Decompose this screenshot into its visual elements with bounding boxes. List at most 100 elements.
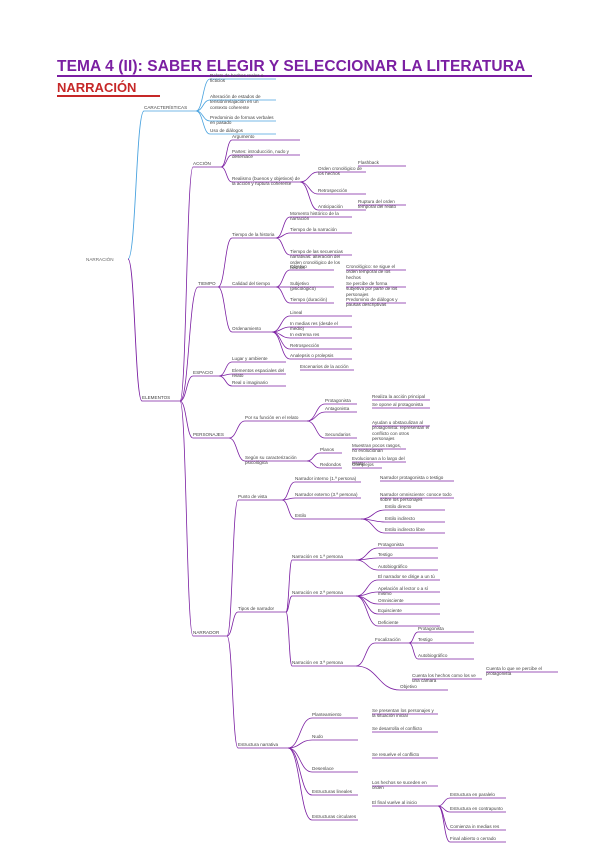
ordenamiento-item: Retrospección <box>290 343 320 348</box>
calidad-note: Cronológico: se sigue el orden temporal … <box>346 264 396 280</box>
tipo-note: Apelación al lector o a sí mismo <box>378 586 429 597</box>
caracteristicas-node: CARACTERÍSTICAS <box>144 105 188 110</box>
calidad-item: Objetivo <box>290 264 307 269</box>
accion-item: Argumento <box>232 134 255 139</box>
caracteristica-item: Predominio de formas verbales en pasado <box>210 115 274 126</box>
punto-vista-note: Narrador omnisciente: conoce todo sobre … <box>380 492 452 503</box>
elementos-to-accion <box>179 166 194 402</box>
estructura-subnote-connector <box>437 805 451 843</box>
tiempo-historia-connector <box>275 237 291 256</box>
accion-detail: Ruptura del orden temporal del relato <box>358 199 397 210</box>
caracterizacion-item: Planos <box>320 447 335 452</box>
accion-sub-item: Retrospección <box>318 188 348 193</box>
title-underline <box>57 75 532 77</box>
accion-sub-connector <box>299 171 319 183</box>
tiempo-connector <box>217 286 233 333</box>
caracteristica-connector <box>195 99 211 112</box>
caracterizacion-note: Evolucionan a lo largo del relato <box>352 456 405 467</box>
espacio-node: ESPACIO <box>193 370 214 375</box>
tipo-note: Testigo <box>378 552 393 557</box>
estructura-subnote: Final abierto o cerrado <box>450 836 496 841</box>
estructura-item: Desenlace <box>312 766 334 771</box>
accion-item: Realismo (buenos y objetivos) de la acci… <box>232 176 300 187</box>
objetivo-item: Objetivo <box>400 684 417 689</box>
rol-connector <box>306 411 326 422</box>
estilo-item: Estilo indirecto <box>385 516 415 521</box>
estructura-connector <box>287 747 313 821</box>
tiempo-historia-item: Momento histórico de la narración <box>290 211 339 222</box>
caracterizacion-connector <box>306 452 321 462</box>
tiempo-connector <box>217 237 233 288</box>
rol-item: Secundarios <box>325 432 351 437</box>
estructura-subnote: Estructura en contrapunto <box>450 806 503 811</box>
punto-vista-note: Narrador protagonista o testigo <box>380 475 444 480</box>
caracterizacion-node: Según su caracterización psicológica <box>245 455 297 466</box>
tiempo-historia-item: Tiempo de la narración <box>290 227 337 232</box>
ordenamiento-item: In extrema res <box>290 332 320 337</box>
estructura-note: El final vuelve al inicio <box>372 800 417 805</box>
caracterizacion-connector <box>306 460 321 469</box>
focalizacion-item: Protagonista <box>418 626 444 631</box>
focalizacion-node: Focalización <box>375 637 401 642</box>
estructura-note: Se presentan los personajes y la situaci… <box>372 708 434 719</box>
tipos-narrador-node: Tipos de narrador <box>238 606 275 611</box>
caracteristica-item: Uso de diálogos <box>210 128 243 133</box>
tipo-grupo: Narración en 2.ª persona <box>292 590 343 595</box>
estructura-item: Estructuras lineales <box>312 789 353 794</box>
espacio-note: Escenarios de la acción <box>300 364 349 369</box>
calidad-note: Predominio de diálogos y pausas descript… <box>346 297 398 308</box>
focalizacion-item-connector <box>408 631 419 644</box>
ordenamiento-connector <box>271 331 291 360</box>
tiempo-historia-connector <box>275 216 291 239</box>
personajes-node: PERSONAJES <box>193 432 224 437</box>
tipo-connector <box>285 559 293 613</box>
accion-connector <box>220 139 233 168</box>
estructura-subnote: Estructura en paralelo <box>450 792 495 797</box>
elementos-to-espacio <box>179 375 194 402</box>
estructura-note: Se resuelve el conflicto <box>372 752 420 757</box>
narrador-node: NARRADOR <box>193 630 220 635</box>
accion-sub-item: Anticipación <box>318 204 343 209</box>
espacio-item: Lugar y ambiente <box>232 356 268 361</box>
estilo-connector <box>360 509 386 520</box>
punto-vista-node: Punto de vista <box>238 494 268 499</box>
accion-sub-connector <box>299 181 319 211</box>
punto-vista-item: Estilo <box>295 513 307 518</box>
calidad-note: Se percibe de forma subjetiva por parte … <box>346 281 398 297</box>
personajes-connector <box>228 437 246 462</box>
objetivo-connector <box>355 665 401 691</box>
tiempo-historia-node: Tiempo de la historia <box>232 232 275 237</box>
estructura-subnote-connector <box>437 797 451 807</box>
elementos-node: ELEMENTOS <box>142 395 171 400</box>
tipo-note: Equisciente <box>378 608 402 613</box>
punto-vista-connector <box>281 481 296 501</box>
ordenamiento-item: Lineal <box>290 310 303 315</box>
rol-node: Por su función en el relato <box>245 415 299 420</box>
elementos-to-narrador <box>179 400 194 637</box>
estructura-note: Los hechos se suceden en orden <box>372 780 427 791</box>
caracteristica-item: Relato de hechos reales o ficticios <box>210 73 264 84</box>
estructura-item: Planteamiento <box>312 712 342 717</box>
estructura-item: Nudo <box>312 734 323 739</box>
rol-item: Protagonista <box>325 398 351 403</box>
focalizacion-connector <box>355 642 376 667</box>
tipo-note-connector <box>355 557 379 561</box>
caracteristica-item: Alteración de estados de tensión/relajac… <box>210 94 261 110</box>
espacio-connector <box>218 375 233 387</box>
accion-connector <box>220 166 233 183</box>
root-to-elementos <box>127 258 143 402</box>
rol-note: Se opone al protagonista <box>372 402 424 407</box>
caracteristica-connector <box>195 110 211 135</box>
punto-vista-connector <box>281 499 296 520</box>
estructura-node: Estructura narrativa <box>238 742 279 747</box>
estructura-connector <box>287 717 313 749</box>
tipo-note-connector <box>355 559 379 571</box>
estructura-note: Se desarrolla el conflicto <box>372 726 423 731</box>
elementos-to-personajes <box>179 400 194 439</box>
accion-sub-connector <box>299 181 319 195</box>
tipo-note: Protagonista <box>378 542 404 547</box>
caracterizacion-note: Complejos <box>352 462 374 467</box>
accion-detail: Flashback <box>358 160 379 165</box>
page-title: TEMA 4 (II): SABER ELEGIR Y SELECCIONAR … <box>57 58 526 75</box>
